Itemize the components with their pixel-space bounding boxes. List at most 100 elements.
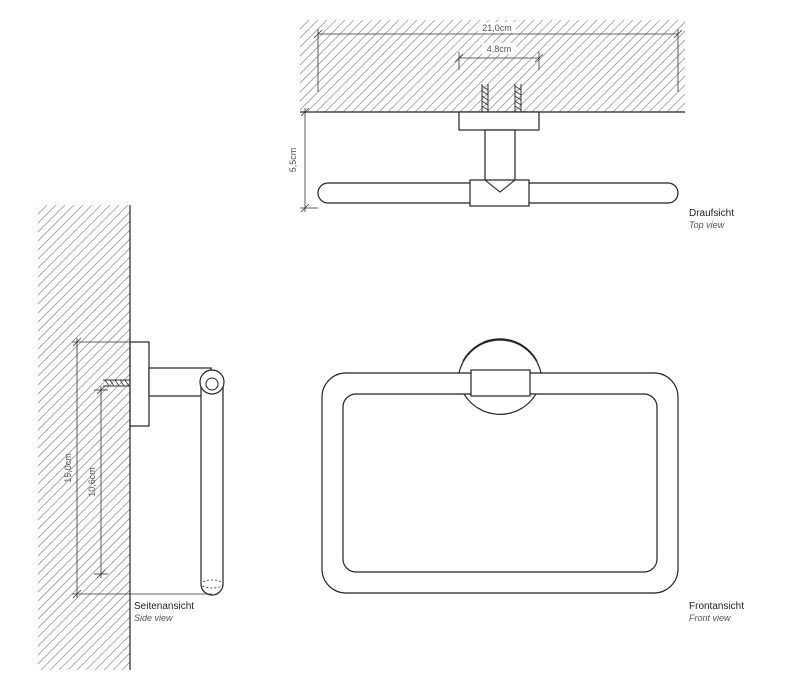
hatch-line xyxy=(38,373,130,467)
hatch-line xyxy=(300,20,364,84)
hatch-line xyxy=(300,20,310,30)
hatch-line xyxy=(38,211,130,305)
hatch-line xyxy=(748,20,800,112)
top-junction-notch xyxy=(484,179,516,193)
hatch-line xyxy=(621,48,685,112)
hatch-line xyxy=(38,508,130,602)
hatch-line xyxy=(306,20,400,112)
top-screw-right xyxy=(514,84,522,112)
hatch-line xyxy=(38,229,130,323)
hatch-line xyxy=(405,20,499,112)
hatch-line xyxy=(549,20,643,112)
hatch-line xyxy=(38,205,66,233)
top-stem xyxy=(484,129,516,183)
side-wall-plate xyxy=(129,341,150,427)
hatch-line xyxy=(38,355,130,449)
top-wall-hatch xyxy=(300,20,800,112)
hatch-line xyxy=(38,391,130,485)
hatch-line xyxy=(38,346,130,440)
hatch-line xyxy=(450,20,544,112)
hatch-line xyxy=(675,102,685,112)
hatch-line xyxy=(396,20,490,112)
side-ring-bottom-dashed xyxy=(200,579,224,589)
hatch-line xyxy=(721,20,800,112)
hatch-line xyxy=(40,580,130,670)
hatch-line xyxy=(730,20,800,112)
hatch-line xyxy=(468,20,562,112)
hatch-line xyxy=(387,20,481,112)
hatch-line xyxy=(558,20,652,112)
front-connector-block xyxy=(470,369,531,397)
top-view-title: Draufsicht xyxy=(689,208,734,219)
hatch-line xyxy=(38,247,130,341)
hatch-line xyxy=(300,20,328,48)
hatch-line xyxy=(351,20,445,112)
top-screw-left xyxy=(481,84,489,112)
hatch-line xyxy=(414,20,508,112)
hatch-line xyxy=(38,205,129,296)
dim-top-screws: 4,8cm xyxy=(454,43,544,70)
hatch-line xyxy=(38,205,84,251)
hatch-line xyxy=(630,57,685,112)
hatch-line xyxy=(540,20,634,112)
dim-top-screws-label: 4,8cm xyxy=(487,44,512,54)
hatch-line xyxy=(423,20,517,112)
hatch-line xyxy=(585,20,679,112)
side-view: 15,0cm 10,6cm Seitenansicht Side view xyxy=(38,205,225,670)
hatch-line xyxy=(594,21,685,112)
front-rosette-lower-arc xyxy=(463,393,537,415)
hatch-line xyxy=(38,562,130,656)
hatch-line xyxy=(38,205,120,287)
hatch-line xyxy=(739,20,800,112)
hatch-line xyxy=(441,20,535,112)
side-wall-hatch xyxy=(38,205,130,670)
hatch-line xyxy=(378,20,472,112)
hatch-line xyxy=(666,93,685,112)
hatch-line xyxy=(504,20,598,112)
dim-top-overall: 21,0cm xyxy=(313,22,683,92)
hatch-line xyxy=(300,20,301,21)
hatch-line xyxy=(300,20,346,66)
dim-side-height-label: 15,0cm xyxy=(63,453,73,483)
hatch-line xyxy=(38,418,130,512)
hatch-line xyxy=(38,400,130,494)
front-view-title: Frontansicht xyxy=(689,601,744,612)
hatch-line xyxy=(49,589,130,670)
hatch-line xyxy=(477,20,571,112)
hatch-line xyxy=(486,20,580,112)
dim-top-projection-label: 5,5cm xyxy=(288,148,298,173)
hatch-line xyxy=(648,75,685,112)
hatch-line xyxy=(369,20,463,112)
hatch-line xyxy=(300,20,373,93)
hatch-line xyxy=(757,20,800,112)
hatch-line xyxy=(432,20,526,112)
side-view-subtitle: Side view xyxy=(134,613,173,623)
dim-top-overall-label: 21,0cm xyxy=(482,23,512,33)
hatch-line xyxy=(567,20,661,112)
hatch-line xyxy=(315,20,409,112)
hatch-line xyxy=(513,20,607,112)
hatch-line xyxy=(684,111,685,112)
hatch-line xyxy=(300,20,355,75)
hatch-line xyxy=(38,205,75,242)
front-ring-inner xyxy=(342,393,658,573)
hatch-line xyxy=(360,20,454,112)
hatch-line xyxy=(38,544,130,638)
side-screw xyxy=(103,379,130,387)
hatch-line xyxy=(38,205,102,269)
hatch-line xyxy=(38,526,130,620)
hatch-line xyxy=(612,39,685,112)
dim-side-screw-height: 10,6cm xyxy=(87,385,108,579)
side-ring-end-inner xyxy=(205,377,219,391)
side-view-title: Seitenansicht xyxy=(134,601,194,612)
front-rosette-visible-arc xyxy=(462,338,538,362)
hatch-line xyxy=(712,20,800,112)
hatch-line xyxy=(576,20,670,112)
hatch-line xyxy=(38,409,130,503)
hatch-line xyxy=(38,205,39,206)
hatch-line xyxy=(300,20,319,39)
hatch-line xyxy=(300,20,391,111)
top-view-subtitle: Top view xyxy=(689,220,725,230)
dim-top-projection: 5,5cm xyxy=(288,107,318,213)
